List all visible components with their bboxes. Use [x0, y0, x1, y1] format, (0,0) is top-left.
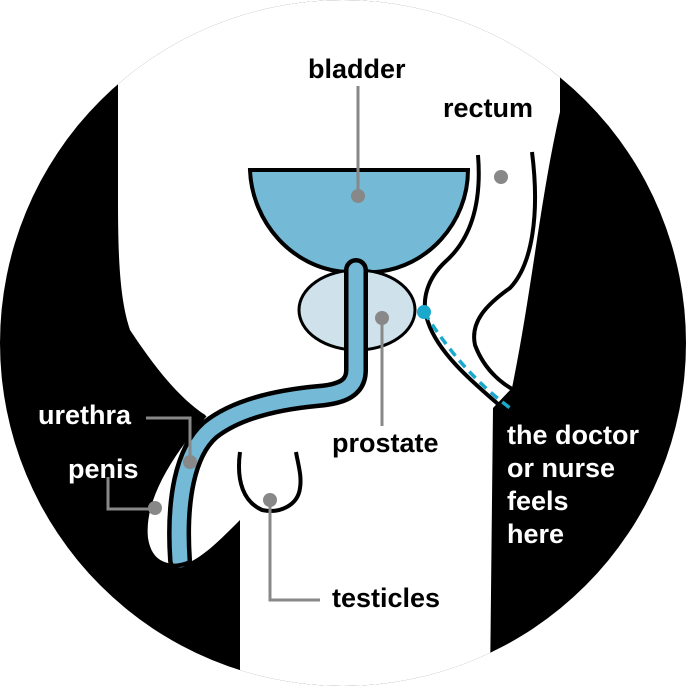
testicles-dot [263, 493, 277, 507]
prostate-label: prostate [332, 428, 439, 458]
penis-label: penis [68, 454, 139, 484]
testicles-label: testicles [332, 583, 440, 613]
bladder-dot [351, 189, 365, 203]
note-line-3: feels [507, 486, 569, 516]
rectum-label: rectum [443, 93, 533, 123]
note-line-2: or nurse [507, 453, 615, 483]
note-line-4: here [507, 519, 564, 549]
prostate-dot [375, 311, 389, 325]
note-line-1: the doctor [507, 420, 639, 450]
bladder-label: bladder [308, 54, 406, 84]
urethra-dot [183, 455, 197, 469]
exam-dot [417, 305, 431, 319]
urethra-label: urethra [38, 400, 132, 430]
rectum-dot [494, 170, 508, 184]
penis-dot [148, 501, 162, 515]
